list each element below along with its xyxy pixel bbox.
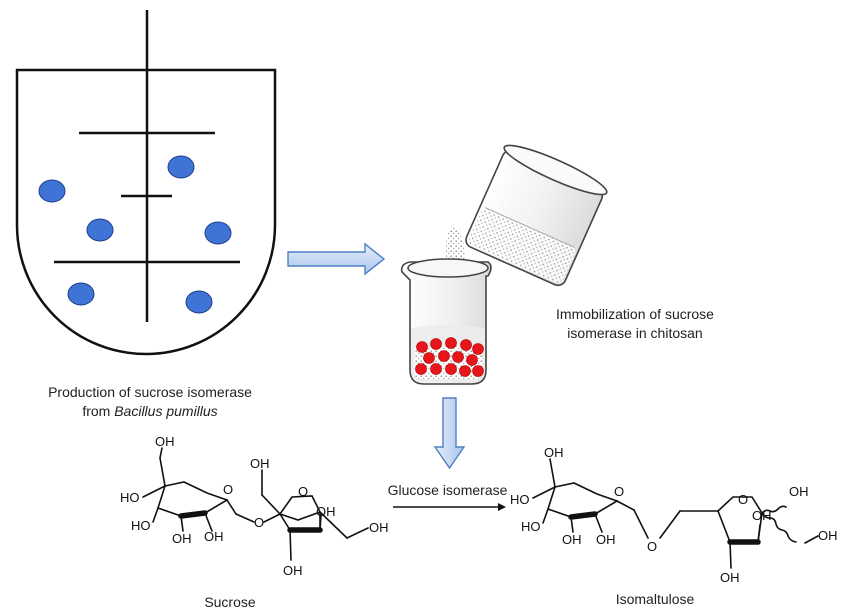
isomaltulose-oh-7: OH (818, 528, 838, 543)
isomaltulose-ring-o-1: O (614, 484, 624, 499)
bacterial-cell (204, 221, 232, 245)
sucrose-ring-o-1: O (223, 482, 233, 497)
production-organism: Bacillus pumillus (114, 403, 218, 419)
sucrose-oh-1: OH (155, 434, 175, 449)
sucrose-oh-4: OH (250, 456, 270, 471)
immobilization-caption: Immobilization of sucrose isomerase in c… (545, 305, 725, 343)
isomaltulose-bridge-o: O (647, 539, 657, 554)
isomaltulose-label: Isomaltulose (615, 591, 695, 607)
chitosan-beaker (400, 258, 492, 385)
production-caption-line2: from Bacillus pumillus (20, 402, 280, 421)
sucrose-oh-3: OH (204, 529, 224, 544)
sucrose-ho-1: HO (120, 490, 140, 505)
immobilization-caption-line2: isomerase in chitosan (567, 325, 703, 341)
production-caption-prefix: from (82, 403, 111, 419)
bacterial-cells (38, 155, 232, 314)
sucrose-ring-o-2: O (298, 484, 308, 499)
sucrose-oh-5: OH (316, 504, 336, 519)
bacterial-cell (38, 179, 66, 203)
isomaltulose-oh-4: OH (789, 484, 809, 499)
production-caption-line1: Production of sucrose isomerase (48, 384, 252, 400)
isomaltulose-oh-3: OH (596, 532, 616, 547)
bacterial-cell (185, 290, 213, 314)
sucrose-oh-6: OH (283, 563, 303, 578)
isomaltulose-oh-5: OH (752, 508, 772, 523)
sucrose-ho-2: HO (131, 518, 151, 533)
reaction-arrow (393, 503, 506, 511)
bioreactor (15, 10, 277, 356)
isomaltulose-structure: OH HO HO OH OH O O O OH OH OH OH (510, 445, 838, 585)
bacterial-cell (167, 155, 195, 179)
sucrose-structure: OH HO HO OH OH O O OH O OH OH OH (120, 434, 389, 578)
pouring-beaker (465, 144, 608, 287)
isomaltulose-ring-o-2: O (738, 492, 748, 507)
flow-arrow-right (287, 242, 386, 276)
bacterial-cell (67, 282, 95, 306)
immobilization-caption-line1: Immobilization of sucrose (556, 306, 714, 322)
sucrose-bridge-o: O (254, 515, 264, 530)
isomaltulose-oh-6: OH (720, 570, 740, 585)
isomaltulose-ho-2: HO (521, 519, 541, 534)
sucrose-label: Sucrose (204, 594, 256, 610)
sucrose-oh-7: OH (369, 520, 389, 535)
bacterial-cell (86, 218, 114, 242)
flow-arrow-down (433, 397, 466, 470)
isomaltulose-oh-2: OH (562, 532, 582, 547)
chitosan-beads (415, 337, 484, 377)
isomaltulose-ho-1: HO (510, 492, 530, 507)
enzyme-label: Glucose isomerase (387, 482, 508, 498)
sucrose-oh-2: OH (172, 531, 192, 546)
isomaltulose-oh-1: OH (544, 445, 564, 460)
production-caption: Production of sucrose isomerase from Bac… (20, 383, 280, 421)
